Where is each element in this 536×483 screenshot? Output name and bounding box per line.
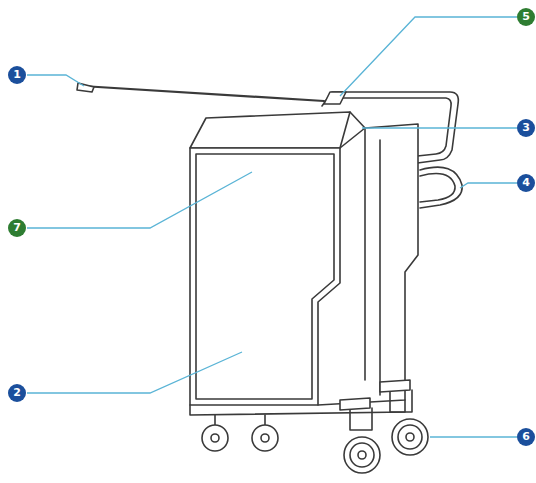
callout-circle [8, 384, 26, 402]
callout-number: 7 [8, 219, 26, 237]
callout-circle [517, 119, 535, 137]
callout-circle [517, 428, 535, 446]
callout-circle [8, 66, 26, 84]
callout-number: 3 [517, 119, 535, 137]
callout-number: 6 [517, 428, 535, 446]
callout-circle [517, 8, 535, 26]
callout-number: 1 [8, 66, 26, 84]
callout-number: 2 [8, 384, 26, 402]
callout-number: 5 [517, 8, 535, 26]
callout-circle [8, 219, 26, 237]
callout-circle [517, 174, 535, 192]
callout-number: 4 [517, 174, 535, 192]
